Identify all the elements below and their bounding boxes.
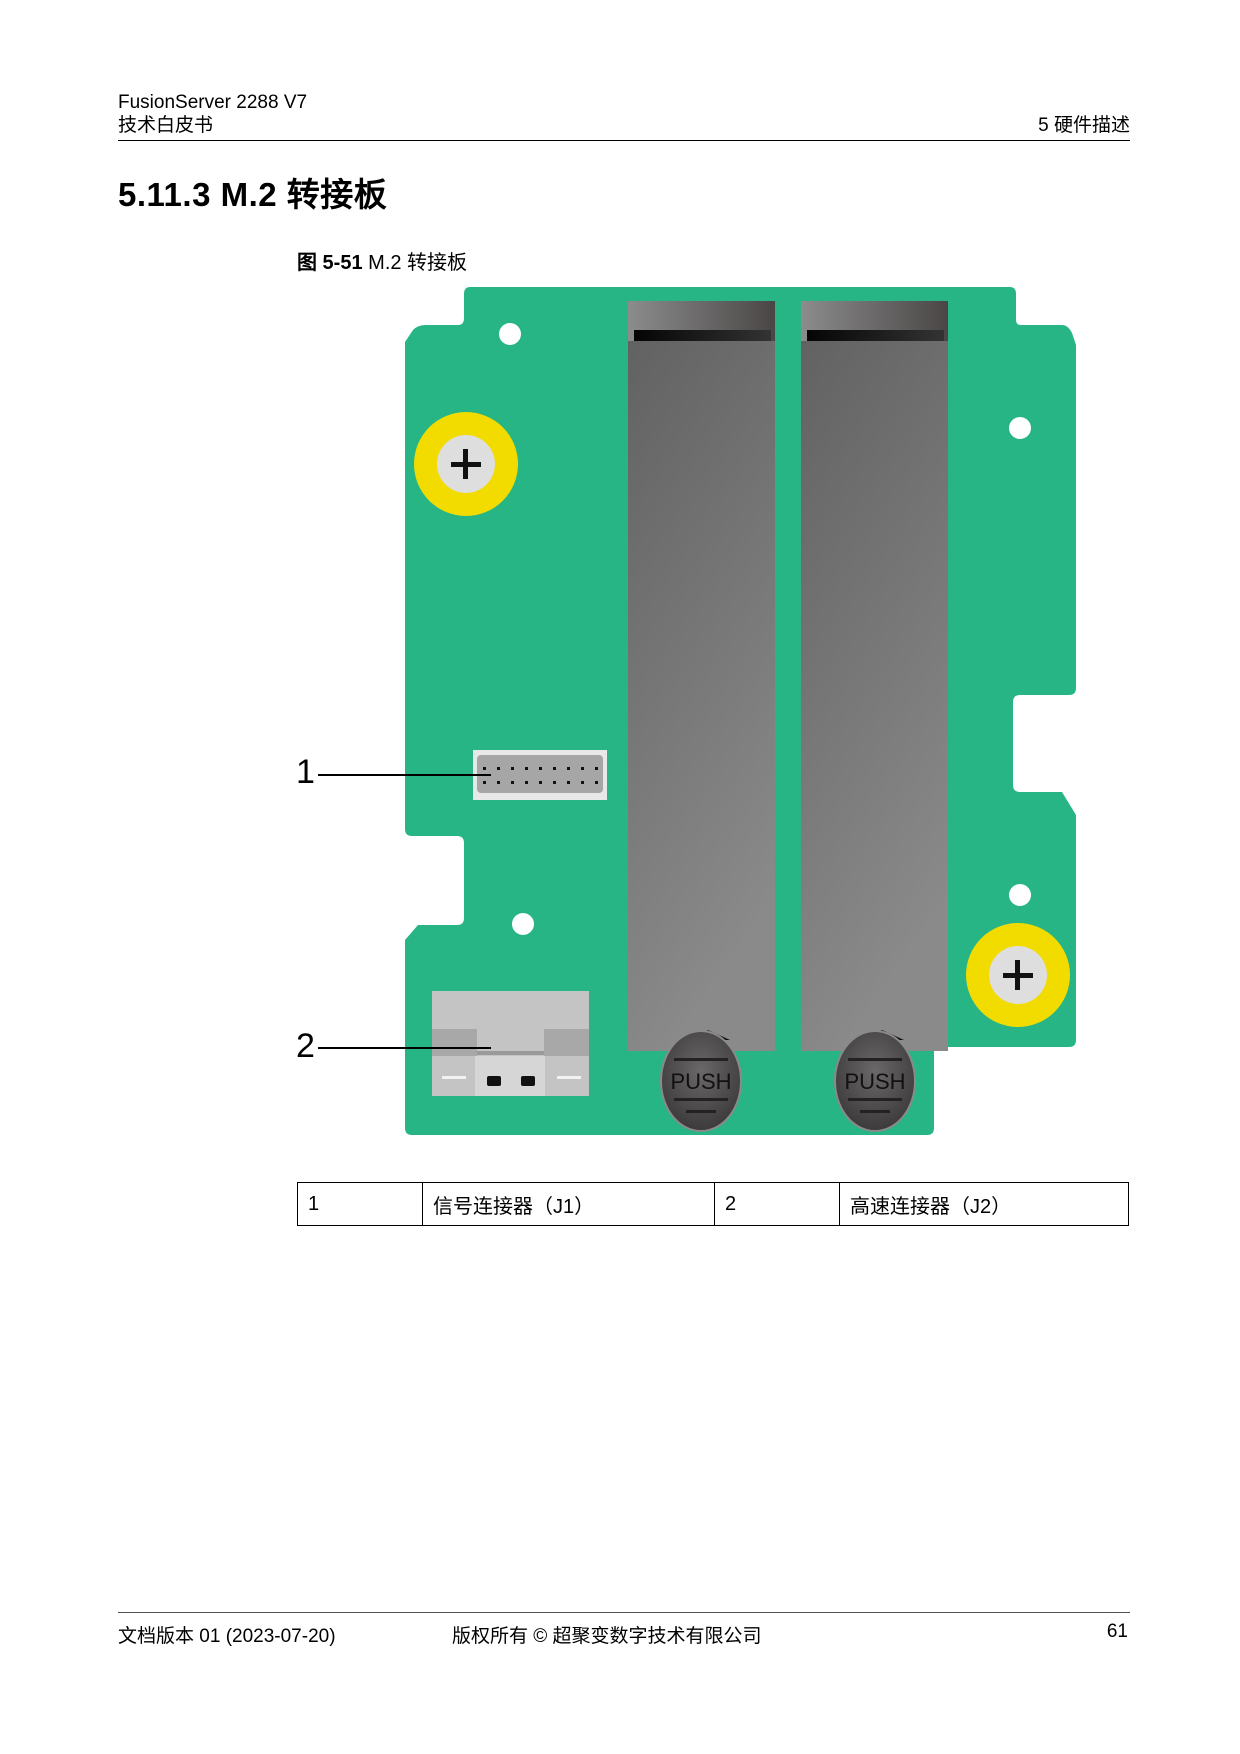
copyright: 版权所有 © 超聚变数字技术有限公司 [452,1626,762,1647]
product-name: FusionServer 2288 V7 [118,92,308,113]
legend-number: 1 [297,1182,423,1226]
section-title: 5.11.3 M.2 转接板 [118,176,388,213]
mounting-hole [1009,417,1031,439]
signal-connector-j1 [473,750,607,800]
m2-ssd-slot-2 [801,301,948,1051]
mounting-hole [512,913,534,935]
callout-2-label: 2 [296,1027,315,1065]
header-divider [118,140,1130,141]
legend-description: 高速连接器（J2） [839,1182,1129,1226]
board-drawing: PUSH PUSH [318,287,1076,1135]
push-latch-1: PUSH [660,1030,742,1132]
m2-riser-board-figure: PUSH PUSH [280,280,1100,1160]
page-header-left: FusionServer 2288 V7 技术白皮书 [118,91,307,137]
document-version: 文档版本 01 (2023-07-20) [118,1626,336,1647]
callout-1-label: 1 [296,753,315,791]
push-label: PUSH [844,1069,905,1094]
legend-table: 1 信号连接器（J1） 2 高速连接器（J2） [297,1182,1129,1226]
screw-bottom-right [966,923,1070,1027]
legend-description: 信号连接器（J1） [422,1182,715,1226]
figure-title: M.2 转接板 [368,252,468,274]
push-label: PUSH [670,1069,731,1094]
page-number: 61 [1106,1621,1128,1642]
mounting-hole [499,323,521,345]
legend-number: 2 [714,1182,840,1226]
m2-ssd-slot-1 [628,301,775,1051]
mounting-hole [1009,884,1031,906]
high-speed-connector-j2 [432,991,589,1096]
document-type: 技术白皮书 [118,115,214,136]
table-row: 1 信号连接器（J1） 2 高速连接器（J2） [297,1182,1129,1226]
screw-top-left [414,412,518,516]
figure-caption: 图 5-51 M.2 转接板 [297,250,467,276]
figure-number: 图 5-51 [297,252,363,274]
push-latch-2: PUSH [834,1030,916,1132]
footer-divider [118,1612,1130,1613]
chapter-title: 5 硬件描述 [1038,115,1130,136]
